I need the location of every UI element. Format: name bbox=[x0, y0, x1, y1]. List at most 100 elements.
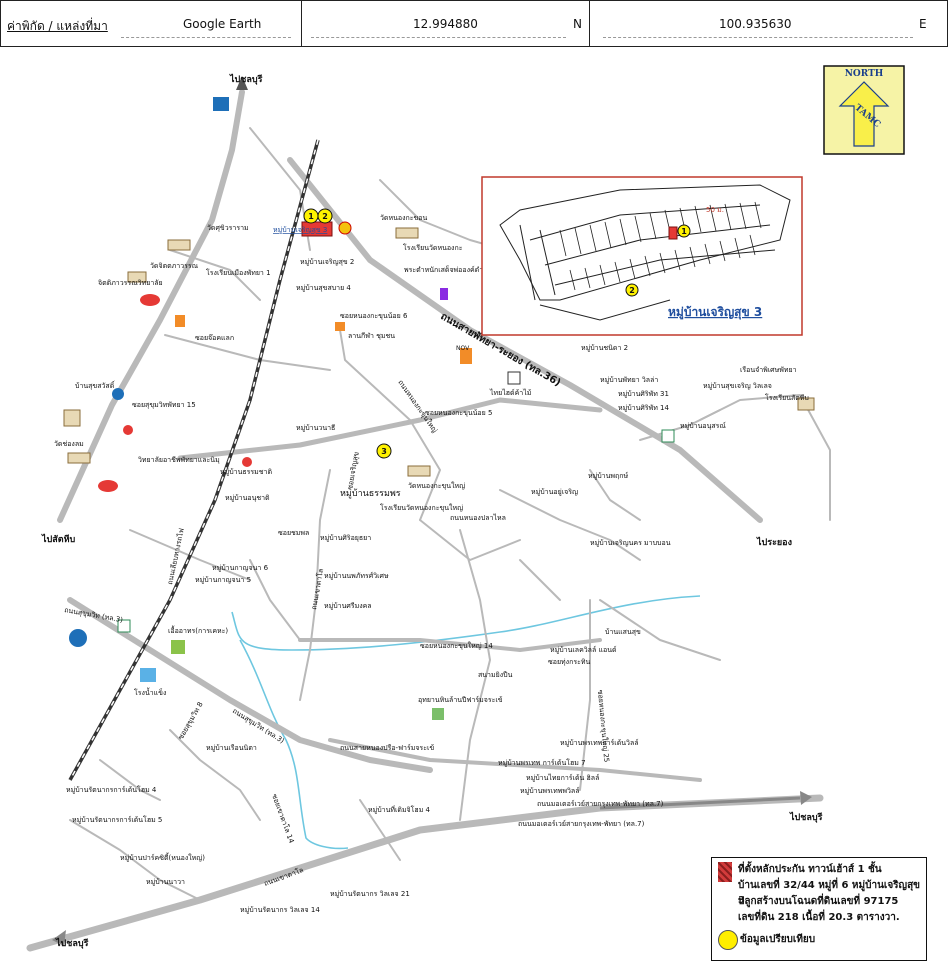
label-moo-siriwat31: หมู่บ้านศิริพัท 31 bbox=[618, 390, 669, 398]
label-moo-kanchana5: หมู่บ้านกาญจนา 5 bbox=[195, 576, 251, 584]
label-moo-rattanakorn14: หมู่บ้านรัตนากร วิลเลจ 14 bbox=[240, 906, 320, 914]
railway bbox=[68, 139, 320, 781]
label-thai-tai: ไทยไฮด์ค้าไม้ bbox=[489, 388, 531, 397]
gas-icon bbox=[112, 388, 124, 400]
inset-title: หมู่บ้านเจริญสุข 3 bbox=[668, 305, 762, 320]
inset-map: 1 2 50 ม. หมู่บ้านเจริญสุข 3 bbox=[481, 176, 803, 336]
motorway-arrow-line bbox=[599, 796, 801, 810]
label-phra-tamnak: พระตำหนักเสด็จพ่อองค์ดำ bbox=[404, 265, 483, 274]
label-road-motorway: ถนนมอเตอร์เวย์สายกรุงเทพ-พัทยา (ทล.7) bbox=[537, 800, 664, 808]
label-school-pattaya-arch: วิทยาลัยอาชีพพัทยาและนิมุ bbox=[138, 456, 220, 464]
label-moo-rattanakorn5: หมู่บ้านรัตนากรการ์เด้นโฮม 5 bbox=[72, 815, 162, 824]
label-to-prachinburi: ไปชลบุรี bbox=[229, 73, 263, 85]
label-to-sattahip: ไปสัตหีบ bbox=[41, 533, 76, 545]
temple-icon bbox=[127, 271, 147, 283]
label-wat-phattaya: วัดจิตตภาวรรณ bbox=[150, 262, 199, 270]
toyota-icon bbox=[140, 294, 160, 306]
label-road-motorway2: ถนนมอเตอร์เวย์สายกรุงเทพ-พัทยา (ทล.7) bbox=[518, 820, 645, 828]
label-moo-thai-garden: หมู่บ้านไทยการ์เด้น ฮิลล์ bbox=[526, 773, 599, 782]
arrow-right-icon bbox=[800, 791, 812, 805]
label-moo-siriwat14: หมู่บ้านศิริพัท 14 bbox=[618, 404, 669, 412]
label-soi-sukhumvit15: ซอยสุขุมวิทพัทยา 15 bbox=[132, 401, 196, 409]
label-moo-chayanat: หมู่บ้านชนิดา 2 bbox=[581, 344, 628, 352]
label-sanam-yingpuen: สนามยิงปืน bbox=[478, 671, 513, 679]
label-moo-nawa: หมู่บ้านนาวา bbox=[146, 878, 185, 886]
latitude-value: 12.994880 bbox=[413, 17, 478, 31]
inset-marker-1: 1 bbox=[681, 227, 687, 236]
label-school-nongkrut-yai: โรงเรียนวัดหนองกะขุนใหญ่ bbox=[380, 503, 463, 512]
label-moo-anuchart: หมู่บ้านอนุชาติ bbox=[225, 494, 270, 502]
legend-hatch-icon bbox=[718, 862, 732, 882]
building-icon bbox=[507, 371, 521, 385]
subject-parcel bbox=[301, 221, 333, 237]
coordinate-header: ค่าพิกัด / แหล่งที่มา Google Earth 12.99… bbox=[0, 0, 948, 47]
label-nong-khlet: ซอยหนองกะขุนน้อย 5 bbox=[425, 409, 492, 417]
label-rail: ถนนเลียบทางรถไฟ bbox=[165, 527, 186, 585]
label-lan-kila: ลานกีฬา ชุมชน bbox=[348, 332, 395, 340]
marker-3-label: 3 bbox=[381, 447, 387, 456]
label-chit-college: จิตติภาวรรณวิทยาลัย bbox=[98, 279, 163, 287]
label-school-wat-nongkrut: โรงเรียนวัดหนองกะ bbox=[403, 243, 463, 252]
tesco-icon bbox=[69, 629, 87, 647]
coord-source: Google Earth bbox=[183, 17, 262, 31]
label-to-chonburi-right: ไปชลบุรี bbox=[789, 811, 823, 823]
north-arrow-box: NORTH TAMC bbox=[823, 65, 905, 155]
label-moo-phrathep-garden: หมู่บ้านพรเทพการ์เด้นวิลล์ bbox=[560, 739, 639, 747]
label-road-nongpla: ถนนหนองปลาไหล bbox=[450, 513, 506, 522]
marker-1: 1 bbox=[303, 208, 319, 224]
school-icon bbox=[63, 409, 81, 427]
label-ice-factory: โรงน้ำแข็ง bbox=[134, 686, 166, 697]
header-source-cell: ค่าพิกัด / แหล่งที่มา Google Earth bbox=[1, 1, 302, 46]
label-moo-wanathi: หมู่บ้านวนาธี bbox=[296, 424, 335, 432]
bank-icon bbox=[123, 425, 133, 435]
label-moo-charoen3: หมู่บ้านเจริญสุข 3 bbox=[273, 226, 327, 234]
inset-subject-parcel bbox=[668, 226, 678, 240]
legend-line1: ที่ตั้งหลักประกัน ทาวน์เฮ้าส์ 1 ชั้น bbox=[738, 864, 882, 875]
marker-1-label: 1 bbox=[308, 212, 314, 221]
label-moo-charoen2: หมู่บ้านเจริญสุข 2 bbox=[300, 258, 354, 266]
label-moo-phrakhao: หมู่บ้านพรเทพ การ์เด้นโฮม 7 bbox=[498, 758, 586, 767]
arrow-up-icon bbox=[236, 76, 248, 90]
sports-icon bbox=[335, 322, 345, 331]
label-wat-sriwarn: วัดศุขิวราราม bbox=[207, 224, 249, 232]
label-moo-anusin: หมู่บ้านอนุสรณ์ bbox=[680, 422, 726, 430]
latitude-dir: N bbox=[573, 17, 582, 31]
seven-eleven-icon bbox=[117, 619, 131, 633]
label-moo-rattanakorn4: หมู่บ้านรัตนากรการ์เด้นโฮม 4 bbox=[66, 785, 157, 794]
toyota-icon bbox=[98, 480, 118, 492]
inset-lots bbox=[559, 201, 762, 291]
label-soi-nongkrut6: ซอยหนองกะขุนน้อย 6 bbox=[340, 312, 408, 320]
label-road-sukhumvit-soi: ถนนสุขุมวิท (ทล.3) bbox=[64, 606, 124, 624]
label-restaurant: เอื้ออาทร(การเคหะ) bbox=[168, 624, 228, 635]
label-moo-rungnapha: หมู่บ้านเรือนนิตา bbox=[206, 744, 257, 752]
marker-3: 3 bbox=[376, 443, 392, 459]
label-soi-sukhumvit-patt: ซอยเจริญสุข bbox=[346, 451, 361, 490]
label-soi-nongtalo: ถนนเขาตาโล bbox=[309, 568, 325, 610]
legend-line3: ปลูกสร้างบนโฉนดที่ดินเลขที่ 97175 bbox=[738, 896, 899, 907]
label-wat-nongkrut: วัดหนองกะขอน bbox=[380, 214, 427, 222]
label-utthayan: อุทยานหินล้านปีฟาร์มจระเข้ bbox=[418, 696, 503, 704]
longitude-value: 100.935630 bbox=[719, 17, 792, 31]
inset-marker-2: 2 bbox=[629, 286, 635, 295]
label-soi-khaotalo14: ซอยเขาตาโล 14 bbox=[270, 793, 296, 845]
inset-scale: 50 ม. bbox=[706, 206, 724, 214]
north-text: NORTH bbox=[845, 69, 884, 79]
label-road-nongprue: ถนนสายหนองปรือ-ฟาร์มจระเข้ bbox=[340, 744, 434, 752]
label-bansuan: เรือนจำพิเศษพัทยา bbox=[740, 366, 797, 374]
label-soi-chomphon: ซอยชมพล bbox=[278, 529, 309, 537]
label-moo-pattaya: หมู่บ้านพัทยา วิลล่า bbox=[600, 376, 658, 384]
label-soi-sukhumvit8: ซอยสุขุมวิท 8 bbox=[177, 701, 205, 741]
shell-icon bbox=[338, 221, 352, 235]
label-moo-thorn: หมู่บ้านธรรมพร bbox=[340, 488, 401, 499]
poi-icon bbox=[242, 457, 252, 467]
legend-line5: ข้อมูลเปรียบเทียบ bbox=[740, 934, 816, 945]
label-moo-kanchana6: หมู่บ้านกาญจนา 6 bbox=[212, 564, 269, 572]
label-moo-thorn2: หมู่บ้านพฤกษ์ bbox=[588, 472, 628, 480]
label-soi-krathin: ซอยทุ่งกระทิน bbox=[548, 658, 590, 666]
legend-box: ที่ตั้งหลักประกัน ทาวน์เฮ้าส์ 1 ชั้น บ้า… bbox=[711, 857, 927, 961]
label-moo-phrathep: หมู่บ้านพรเทพพวิลล์ bbox=[520, 787, 580, 795]
shrine-icon bbox=[440, 288, 448, 300]
label-to-chonburi-bottom: ไปชลบุรี bbox=[55, 937, 89, 949]
temple-icon bbox=[67, 452, 91, 464]
temple-icon bbox=[395, 227, 419, 239]
